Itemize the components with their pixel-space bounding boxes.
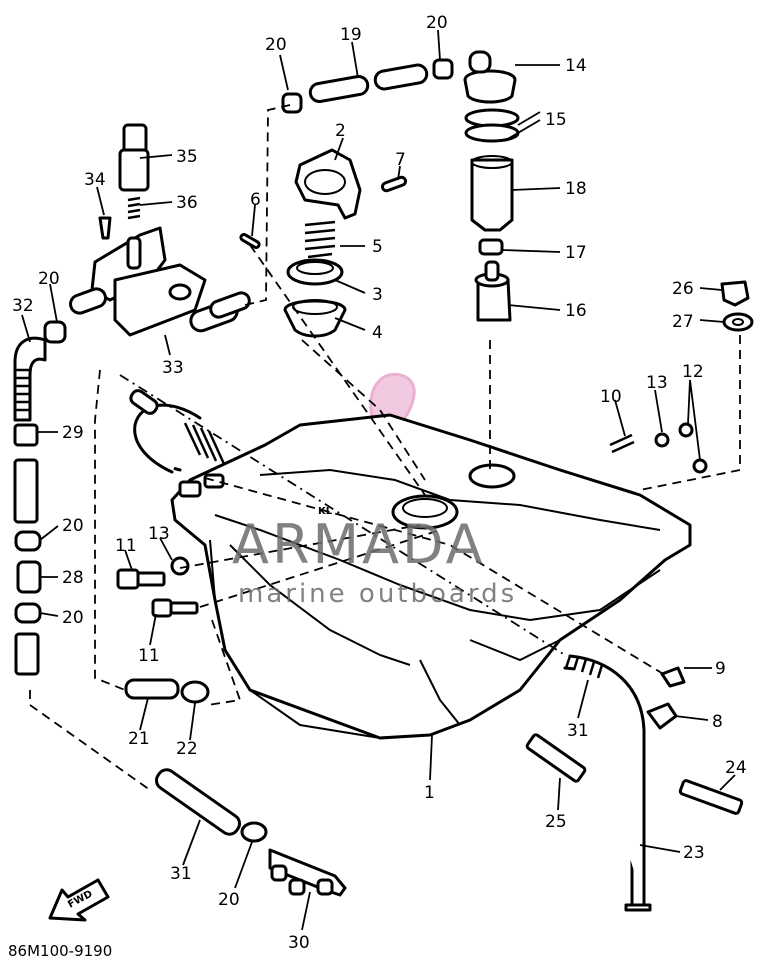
callout-34: 34 xyxy=(84,170,106,190)
callout-27: 27 xyxy=(672,312,694,332)
diagram-code: 86M100-9190 xyxy=(8,942,112,960)
callout-8: 8 xyxy=(712,712,723,732)
callout-20d: 20 xyxy=(62,516,84,536)
filler-cap-assembly xyxy=(239,148,408,338)
return-hose xyxy=(563,654,652,912)
assembly-lines xyxy=(29,104,741,791)
callout-31a: 31 xyxy=(170,864,192,884)
callout-14: 14 xyxy=(565,56,587,76)
callout-29: 29 xyxy=(62,423,84,443)
callout-31b: 31 xyxy=(567,721,589,741)
callout-19: 19 xyxy=(340,25,362,45)
fuel-gauge-sender xyxy=(463,50,520,322)
callout-24: 24 xyxy=(725,758,747,778)
callout-3: 3 xyxy=(372,285,383,305)
watermark-tagline: marine outboards xyxy=(238,579,517,609)
callout-32: 32 xyxy=(12,296,34,316)
callout-26: 26 xyxy=(672,279,694,299)
fuel-line-left xyxy=(13,320,67,676)
callout-30: 30 xyxy=(288,933,310,953)
callout-20e: 20 xyxy=(62,608,84,628)
vent-hose xyxy=(129,389,226,474)
leader-lines xyxy=(21,29,736,931)
callout-13a: 13 xyxy=(646,373,668,393)
callout-16: 16 xyxy=(565,301,587,321)
fuel-tank: KL xyxy=(170,413,692,740)
callout-4: 4 xyxy=(372,323,383,343)
straps xyxy=(525,733,744,815)
callout-11a: 11 xyxy=(115,536,137,556)
callout-15: 15 xyxy=(545,110,567,130)
callout-17: 17 xyxy=(565,243,587,263)
fwd-arrow: FWD xyxy=(48,878,110,922)
callout-12: 12 xyxy=(682,362,704,382)
callout-5: 5 xyxy=(372,237,383,257)
callout-10: 10 xyxy=(600,387,622,407)
callout-18: 18 xyxy=(565,179,587,199)
callout-21: 21 xyxy=(128,729,150,749)
callout-7: 7 xyxy=(395,150,406,170)
lower-hoses xyxy=(124,678,347,897)
callout-35: 35 xyxy=(176,147,198,167)
fuel-cock-assembly xyxy=(69,123,251,337)
hose-19 xyxy=(281,58,454,114)
callout-20c: 20 xyxy=(38,269,60,289)
callout-6: 6 xyxy=(250,190,261,210)
callout-labels: 1 2 3 4 5 6 7 8 9 10 11 11 12 13 13 14 1… xyxy=(12,13,747,953)
callout-20a: 20 xyxy=(265,35,287,55)
callout-33: 33 xyxy=(162,358,184,378)
callout-1: 1 xyxy=(424,783,435,803)
callout-28: 28 xyxy=(62,568,84,588)
drain-fittings xyxy=(646,666,686,730)
callout-36: 36 xyxy=(176,193,198,213)
callout-22: 22 xyxy=(176,739,198,759)
callout-9: 9 xyxy=(715,659,726,679)
callout-13b: 13 xyxy=(148,524,170,544)
callout-20b: 20 xyxy=(426,13,448,33)
callout-2: 2 xyxy=(335,121,346,141)
callout-20f: 20 xyxy=(218,890,240,910)
callout-23: 23 xyxy=(683,843,705,863)
callout-11b: 11 xyxy=(138,646,160,666)
fasteners xyxy=(116,422,708,618)
watermark-brand: ARMADA xyxy=(232,513,486,576)
callout-25: 25 xyxy=(545,812,567,832)
grommets xyxy=(720,280,754,332)
